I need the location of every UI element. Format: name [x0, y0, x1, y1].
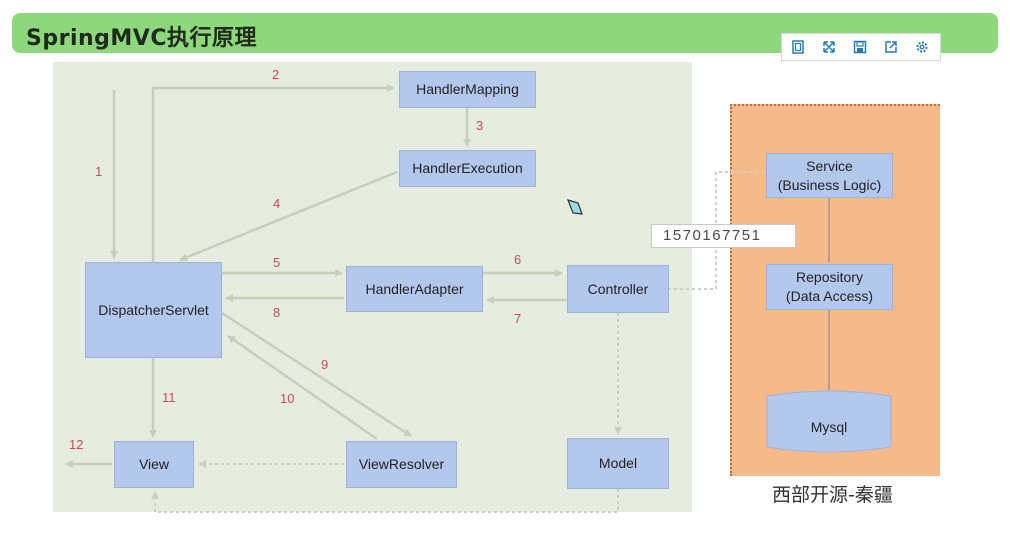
step-label: 12: [69, 437, 84, 452]
dispatcher-servlet-node: DispatcherServlet: [85, 262, 222, 358]
save-icon[interactable]: [844, 34, 875, 60]
watermark-caption: 西部开源-秦疆: [772, 484, 893, 506]
step-label: 11: [162, 390, 176, 405]
step-label: 10: [280, 391, 295, 406]
overlay-number: 1570167751: [651, 224, 796, 248]
arrow-9: [221, 311, 412, 438]
arrow-4: [179, 170, 398, 262]
step-label: 5: [273, 255, 281, 270]
view-resolver-node: ViewResolver: [346, 441, 457, 488]
mysql-label: Mysql: [810, 418, 848, 435]
step-label: 9: [321, 357, 329, 372]
step-label: 6: [514, 252, 522, 267]
step-label: 8: [273, 305, 281, 320]
toolbar: [781, 33, 941, 61]
page-title: SpringMVC执行原理: [26, 26, 257, 51]
share-icon[interactable]: [875, 34, 906, 60]
step-label: 3: [476, 118, 484, 133]
mysql-cylinder: [766, 390, 892, 453]
arrow-2: [151, 84, 395, 262]
handler-execution-node: HandlerExecution: [399, 150, 536, 187]
service-node: Service (Business Logic): [766, 153, 893, 198]
settings-icon[interactable]: [906, 34, 937, 60]
step-label: 2: [272, 67, 280, 82]
step-label: 4: [273, 196, 281, 211]
view-node: View: [114, 441, 194, 488]
step-label: 7: [514, 311, 522, 326]
repository-node: Repository (Data Access): [766, 264, 893, 310]
handler-adapter-node: HandlerAdapter: [346, 266, 483, 312]
fullscreen-icon[interactable]: [813, 34, 844, 60]
arrow-10: [227, 334, 378, 441]
model-node: Model: [567, 438, 669, 489]
cursor-icon: [567, 199, 583, 215]
controller-node: Controller: [567, 265, 669, 313]
copy-icon[interactable]: [782, 34, 813, 60]
step-label: 1: [95, 164, 103, 179]
connector-controller-service: [668, 171, 765, 290]
arrow-model-view: [151, 489, 619, 513]
handler-mapping-node: HandlerMapping: [399, 71, 536, 108]
